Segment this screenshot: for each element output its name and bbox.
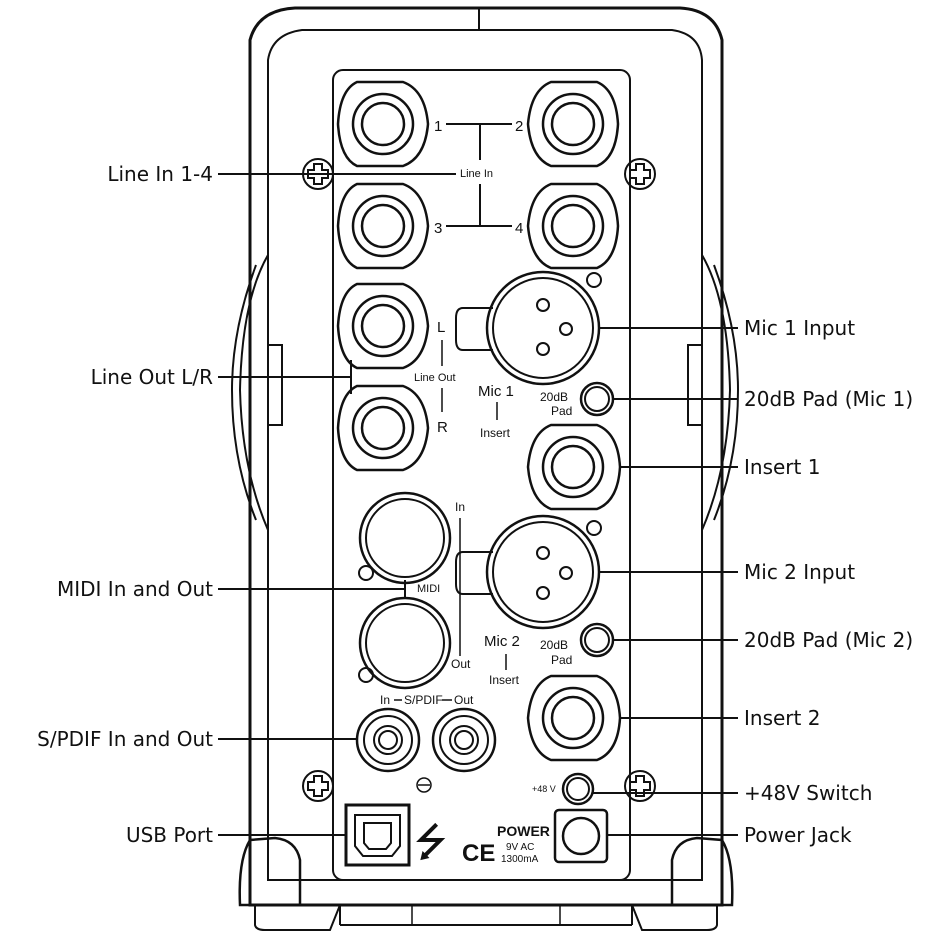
midi-out-label: Out [451,657,471,671]
line-in-jack-1[interactable] [336,80,430,168]
pad-1-20db-label: 20dB [540,390,568,404]
midi-in-port[interactable] [358,491,452,585]
callout-midi: MIDI In and Out [57,577,213,601]
line-out-panel-label: Line Out [414,372,456,384]
mic-1-insert-label: Insert [480,426,511,440]
insert-1-jack[interactable] [526,423,622,511]
line-in-bracket [446,123,512,227]
midi-in-label: In [455,500,465,514]
jack-label-3: 3 [434,220,442,237]
spdif-in-jack[interactable] [355,707,421,773]
mic-1-xlr-input[interactable] [455,270,601,386]
callout-spdif: S/PDIF In and Out [37,727,213,751]
connector-panel [332,69,631,881]
spdif-out-jack[interactable] [431,707,497,773]
callout-mic2-input: Mic 2 Input [744,560,855,584]
line-in-jack-2[interactable] [526,80,620,168]
usb-icon: ⭍ [414,821,447,865]
callout-phantom: +48V Switch [744,781,872,805]
callout-lines [218,173,738,836]
screw-icon [624,158,656,190]
line-in-jack-3[interactable] [336,182,430,270]
line-in-jack-4[interactable] [526,182,620,270]
callout-line-in: Line In 1-4 [107,162,213,186]
pad-1-switch[interactable] [579,381,615,417]
callout-mic1-input: Mic 1 Input [744,316,855,340]
line-out-jack-right[interactable] [336,384,430,472]
device-housing [230,6,740,931]
power-label: POWER [497,823,550,839]
callout-line-out: Line Out L/R [91,365,214,389]
jack-label-1: 1 [434,118,442,135]
spdif-in-label: In [380,693,390,707]
line-out-jack-left[interactable] [336,282,430,370]
callout-insert2: Insert 2 [744,706,820,730]
callout-pad-mic1: 20dB Pad (Mic 1) [744,387,913,411]
midi-out-screw-icon [358,667,374,683]
spdif-panel-label: S/PDIF [404,693,443,707]
midi-in-screw-icon [358,565,374,581]
usb-port[interactable] [344,803,411,867]
callout-pad-mic2: 20dB Pad (Mic 2) [744,628,913,652]
phantom-power-switch[interactable] [561,772,595,806]
power-current-label: 1300mA [501,854,539,865]
midi-panel-label: MIDI [417,583,440,595]
ground-screw-icon [416,777,432,793]
pad-2-20db-label: 20dB [540,638,568,652]
power-jack[interactable] [553,808,609,864]
screw-icon [624,770,656,802]
pad-1-pad-label: Pad [551,404,572,418]
mic-2-panel-label: Mic 2 [484,633,520,650]
mic-1-panel-label: Mic 1 [478,383,514,400]
pad-2-switch[interactable] [579,622,615,658]
jack-label-2: 2 [515,118,523,135]
insert-2-jack[interactable] [526,674,622,762]
line-out-left-label: L [437,319,445,336]
callout-insert1: Insert 1 [744,455,820,479]
line-in-panel-label: Line In [460,168,493,180]
callout-usb: USB Port [126,823,213,847]
ce-mark: CE [462,840,495,867]
line-out-right-label: R [437,419,448,436]
phantom-panel-label: +48 V [532,784,556,794]
power-voltage-label: 9V AC [506,842,534,853]
callout-power-jack: Power Jack [744,823,852,847]
mic-1-screw-icon [586,272,602,288]
mic-2-insert-label: Insert [489,673,520,687]
mic-2-xlr-input[interactable] [455,514,601,630]
jack-label-4: 4 [515,220,523,237]
pad-2-pad-label: Pad [551,653,572,667]
screw-icon [302,770,334,802]
spdif-out-label: Out [454,693,474,707]
mic-2-screw-icon [586,520,602,536]
